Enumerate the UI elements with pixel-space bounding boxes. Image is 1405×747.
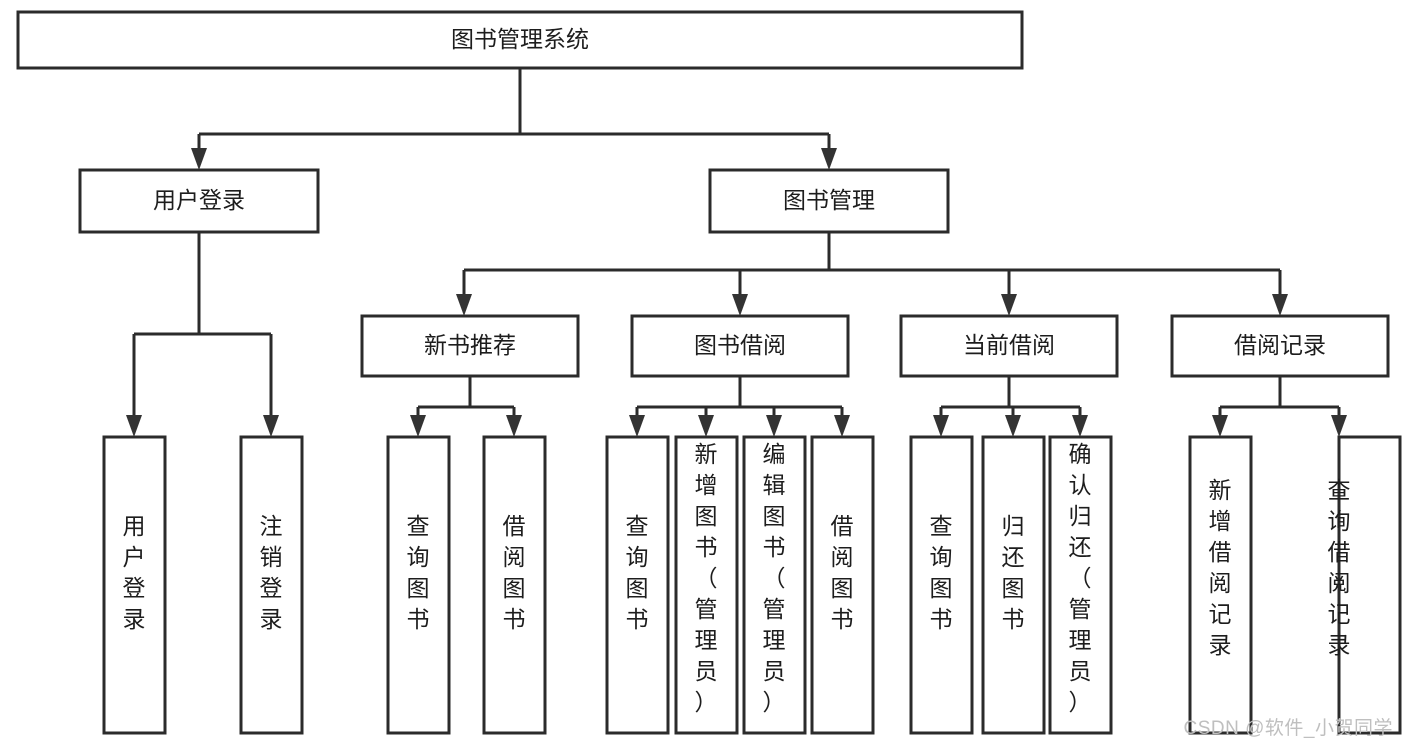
arrowhead-borrow-to-leaf1 xyxy=(629,415,645,437)
leaf-label-query-book-current: 查询图书 xyxy=(930,513,953,632)
arrowhead-user-to-leaf2 xyxy=(263,415,279,437)
leaf-box xyxy=(239,435,304,735)
leaf-label-query-book-new: 查询图书 xyxy=(407,513,430,632)
arrowhead-record-to-leaf2 xyxy=(1331,415,1347,437)
node-user-login-box xyxy=(78,168,320,234)
leaf-label-confirm-return-admin: 确认归还（管理员） xyxy=(1069,441,1092,715)
node-book-borrow-box xyxy=(630,314,850,378)
leaf-label-add-borrow-record: 新增借阅记录 xyxy=(1209,477,1232,658)
leaf-box xyxy=(1188,435,1253,735)
arrowhead-user-to-leaf1 xyxy=(126,415,142,437)
leaf-node-query-book-current[interactable]: 查询图书 xyxy=(909,435,974,735)
connector-group-book-manage xyxy=(456,232,1288,316)
node-root-box xyxy=(16,10,1024,70)
node-book-manage-label: 图书管理 xyxy=(783,187,875,213)
arrowhead-book-to-new xyxy=(456,294,472,316)
leaf-box xyxy=(386,435,451,735)
node-book-manage-box xyxy=(708,168,950,234)
leaf-box xyxy=(742,435,807,735)
leaf-box xyxy=(102,435,167,735)
node-borrow-record-box xyxy=(1170,314,1390,378)
leaf-node-query-book-borrow[interactable]: 查询图书 xyxy=(605,435,670,735)
leaf-label-return-book: 归还图书 xyxy=(1002,513,1025,632)
arrowhead-book-to-current xyxy=(1001,294,1017,316)
arrowhead-borrow-to-leaf3 xyxy=(766,415,782,437)
connector-group-user-login xyxy=(126,232,279,437)
connector-group-book-borrow xyxy=(629,376,850,437)
node-book-manage[interactable]: 图书管理 xyxy=(708,168,950,234)
connector-group-current-borrow xyxy=(933,376,1088,437)
leaf-label-query-borrow-record: 查询借阅记录 xyxy=(1328,477,1351,658)
node-user-login[interactable]: 用户登录 xyxy=(78,168,320,234)
csdn-watermark: CSDN @软件_小贺同学 xyxy=(1183,718,1393,739)
node-current-borrow-box xyxy=(899,314,1119,378)
leaf-box xyxy=(909,435,974,735)
connector-group-new-book xyxy=(410,376,522,437)
connector-group-borrow-record xyxy=(1212,376,1347,437)
connector-group-root xyxy=(191,68,837,170)
leaf-label-logout: 注销登录 xyxy=(260,513,283,632)
leaf-node-confirm-return-admin[interactable]: 确认归还（管理员） xyxy=(1048,435,1113,735)
leaf-box xyxy=(810,435,875,735)
arrowhead-record-to-leaf1 xyxy=(1212,415,1228,437)
arrowhead-book-to-borrow xyxy=(732,294,748,316)
arrowhead-newbook-to-leaf2 xyxy=(506,415,522,437)
leaf-box xyxy=(674,435,739,735)
leaf-box xyxy=(981,435,1046,735)
arrowhead-root-to-book xyxy=(821,148,837,170)
arrowhead-current-to-leaf1 xyxy=(933,415,949,437)
arrowhead-current-to-leaf3 xyxy=(1072,415,1088,437)
node-root-label: 图书管理系统 xyxy=(451,26,589,52)
arrowhead-borrow-to-leaf4 xyxy=(834,415,850,437)
leaf-node-edit-book-admin[interactable]: 编辑图书（管理员） xyxy=(742,435,807,735)
leaf-node-logout[interactable]: 注销登录 xyxy=(239,435,304,735)
arrowhead-current-to-leaf2 xyxy=(1005,415,1021,437)
leaf-node-query-borrow-record[interactable]: 查询借阅记录 xyxy=(1328,435,1402,735)
leaf-label-add-book-admin: 新增图书（管理员） xyxy=(695,441,718,715)
node-borrow-record-label: 借阅记录 xyxy=(1234,332,1326,358)
leaf-label-query-book-borrow: 查询图书 xyxy=(626,513,649,632)
node-current-borrow[interactable]: 当前借阅 xyxy=(899,314,1119,378)
node-borrow-record[interactable]: 借阅记录 xyxy=(1170,314,1390,378)
leaf-node-query-book-new[interactable]: 查询图书 xyxy=(386,435,451,735)
node-user-login-label: 用户登录 xyxy=(153,187,245,213)
leaf-box xyxy=(605,435,670,735)
leaf-node-borrow-book[interactable]: 借阅图书 xyxy=(810,435,875,735)
leaf-label-borrow-book-new: 借阅图书 xyxy=(503,513,526,632)
node-book-borrow[interactable]: 图书借阅 xyxy=(630,314,850,378)
node-root-system[interactable]: 图书管理系统 xyxy=(16,10,1024,70)
arrowhead-book-to-record xyxy=(1272,294,1288,316)
leaf-label-edit-book-admin: 编辑图书（管理员） xyxy=(763,441,786,715)
node-new-book-recommend[interactable]: 新书推荐 xyxy=(360,314,580,378)
leaf-node-borrow-book-new[interactable]: 借阅图书 xyxy=(482,435,547,735)
node-new-book-recommend-label: 新书推荐 xyxy=(424,332,516,358)
node-book-borrow-label: 图书借阅 xyxy=(694,332,786,358)
leaf-node-return-book[interactable]: 归还图书 xyxy=(981,435,1046,735)
arrowhead-borrow-to-leaf2 xyxy=(698,415,714,437)
node-current-borrow-label: 当前借阅 xyxy=(963,332,1055,358)
leaf-box xyxy=(482,435,547,735)
leaf-box xyxy=(1337,435,1402,735)
node-new-book-recommend-box xyxy=(360,314,580,378)
leaf-node-add-book-admin[interactable]: 新增图书（管理员） xyxy=(674,435,739,735)
arrowhead-newbook-to-leaf1 xyxy=(410,415,426,437)
leaf-label-user-login: 用户登录 xyxy=(123,513,146,632)
leaf-box xyxy=(1048,435,1113,735)
leaf-node-user-login[interactable]: 用户登录 xyxy=(102,435,167,735)
leaf-node-add-borrow-record[interactable]: 新增借阅记录 xyxy=(1188,435,1253,735)
arrowhead-root-to-user xyxy=(191,148,207,170)
leaf-label-borrow-book: 借阅图书 xyxy=(831,513,854,632)
